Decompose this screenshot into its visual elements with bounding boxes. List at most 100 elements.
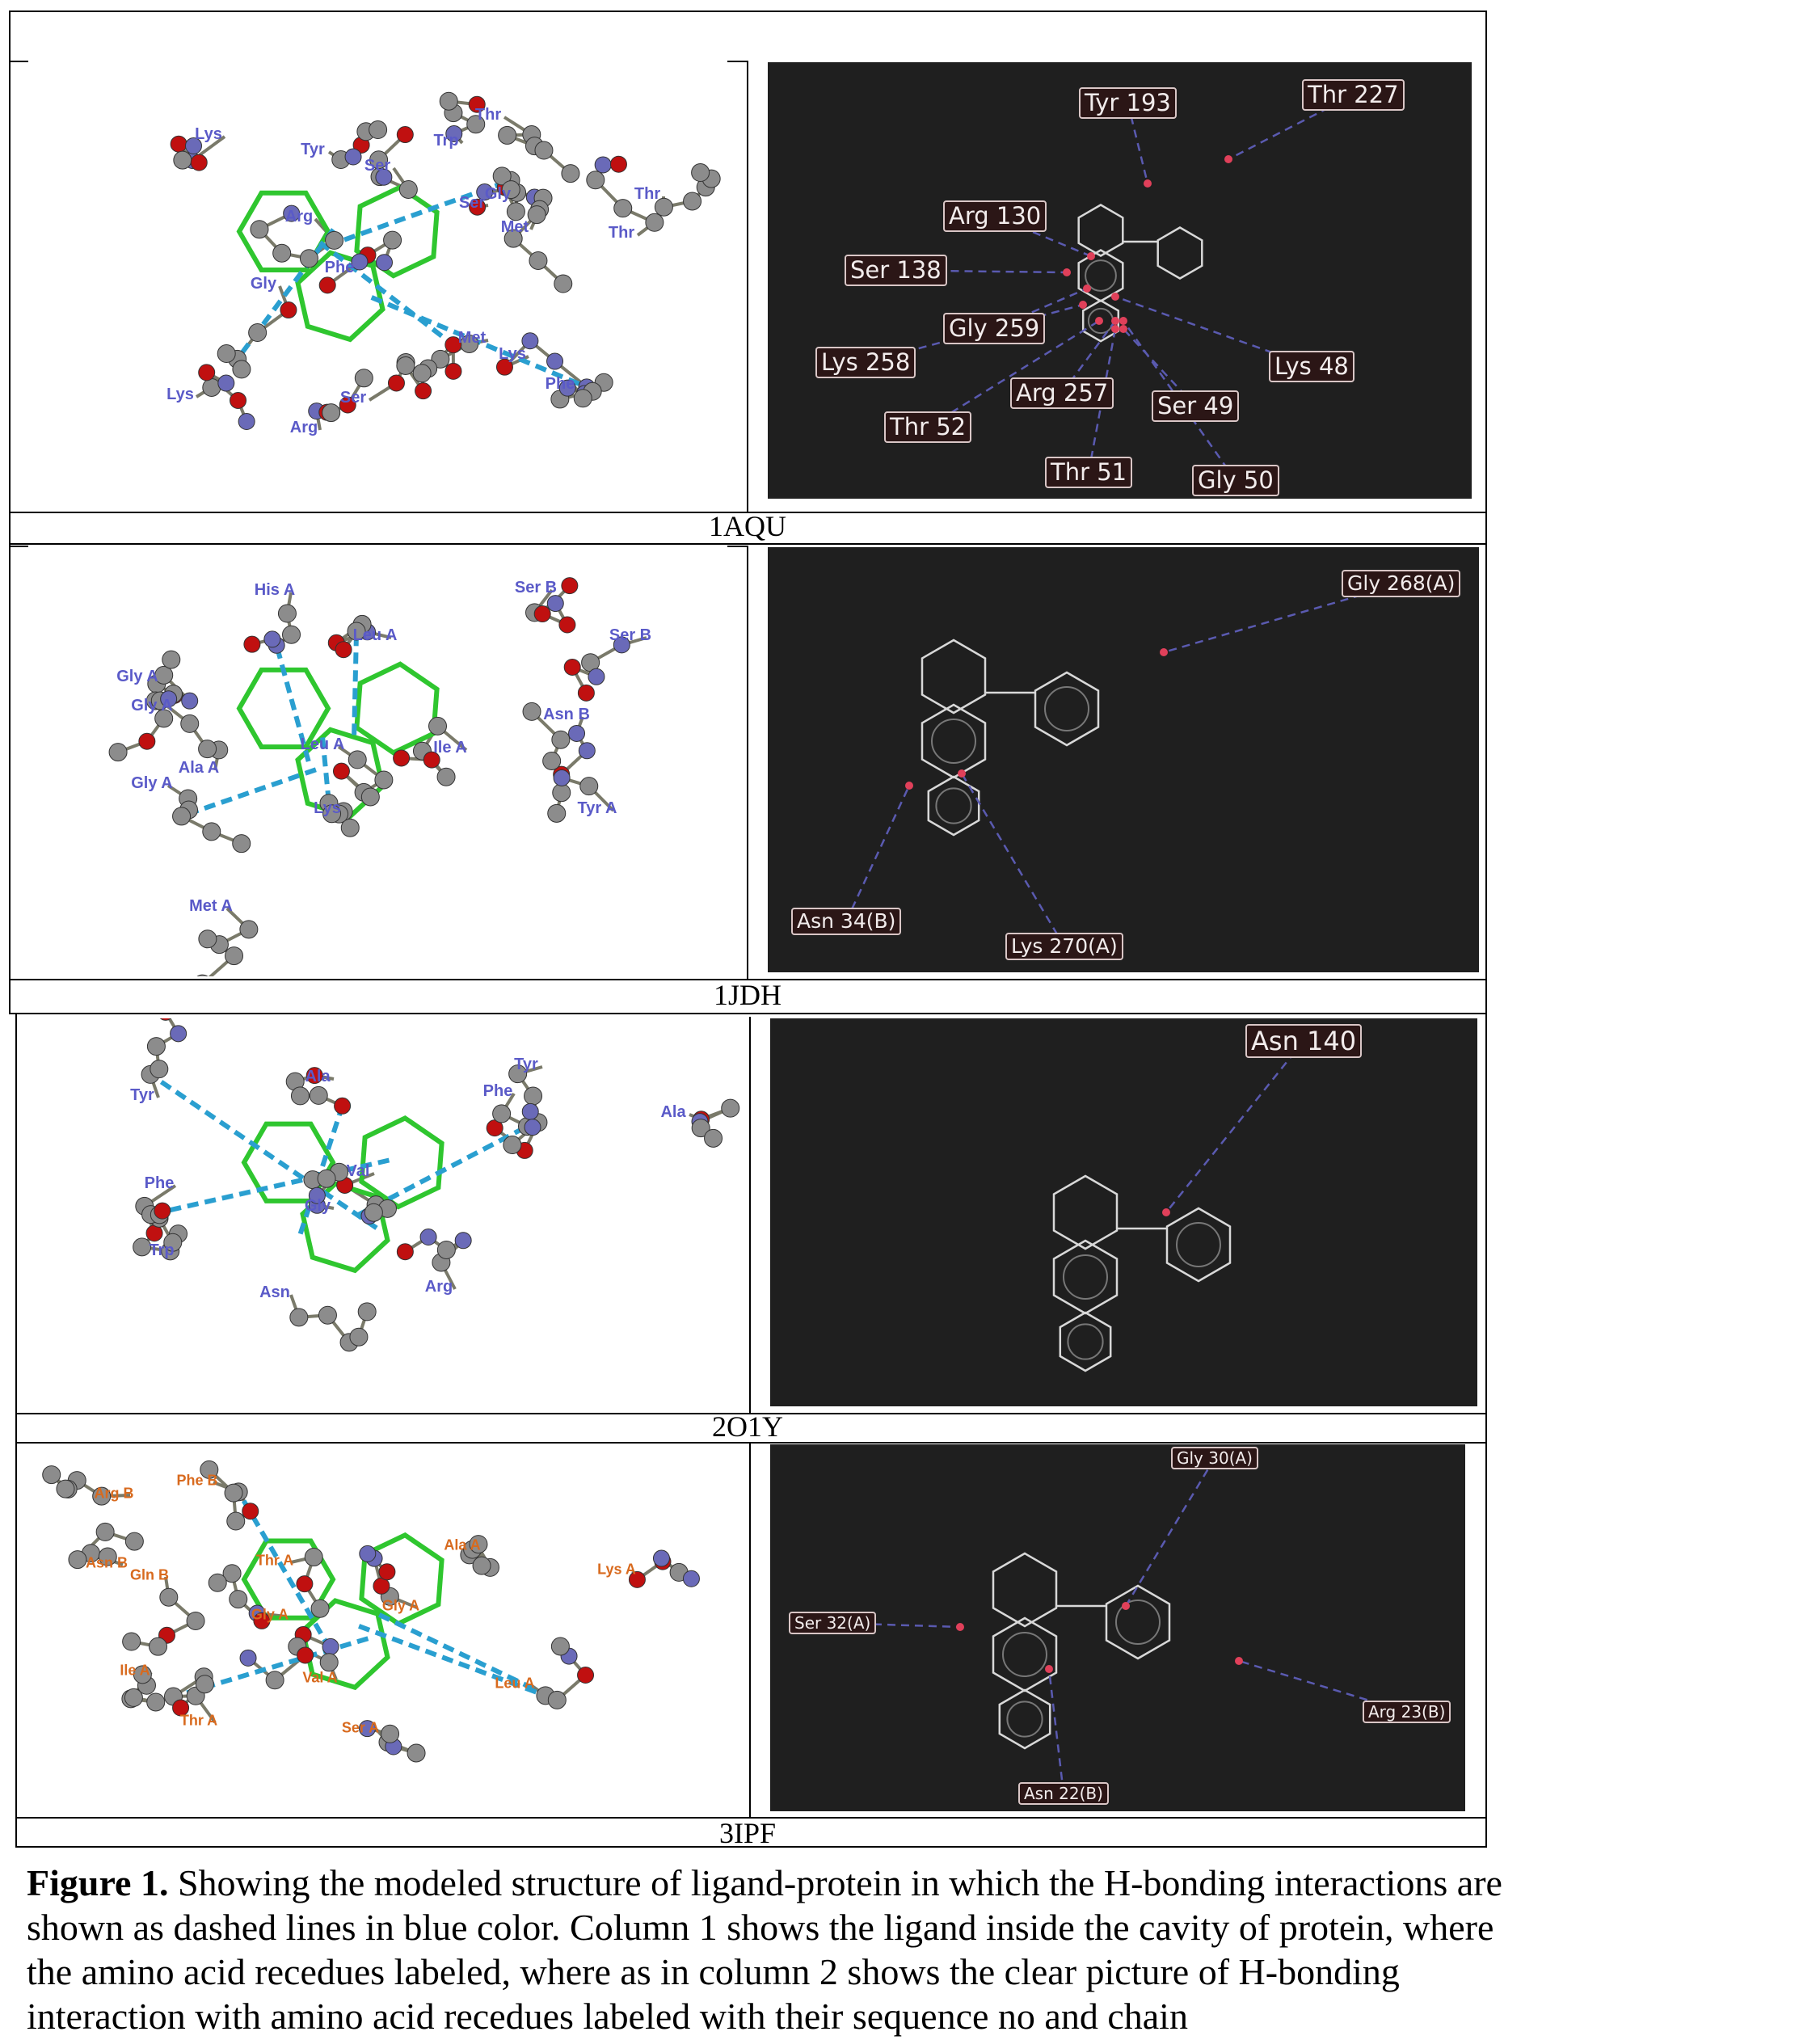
hbond-line [358, 1624, 546, 1698]
acceptor-atom [1160, 648, 1168, 656]
carbon-atom [272, 243, 292, 263]
nitrogen-atom [524, 1119, 541, 1136]
carbon-atom [349, 1327, 369, 1347]
carbon-atom [704, 1128, 723, 1148]
carbon-atom [154, 709, 174, 728]
oxygen-atom [230, 391, 247, 409]
carbon-atom [436, 767, 456, 786]
residue-label: Phe [545, 375, 575, 394]
nitrogen-atom [181, 692, 199, 710]
residue-label: Gly A [381, 1597, 420, 1614]
carbon-atom [428, 716, 448, 735]
carbon-atom [691, 163, 710, 183]
ligand-ring [1052, 1174, 1119, 1250]
oxygen-atom [561, 577, 579, 595]
residue-label: Val [346, 1162, 370, 1181]
carbon-atom [222, 1564, 242, 1583]
interaction-diagram [1052, 1040, 1304, 1372]
carbon-atom [492, 166, 512, 186]
carbon-atom [180, 714, 200, 733]
carbon-atom [573, 389, 592, 408]
carbon-atom [172, 807, 192, 826]
residue-label: Phe [144, 1174, 175, 1193]
carbon-atom [503, 1136, 522, 1155]
carbon-atom [547, 803, 567, 823]
residue-label: Gly [304, 1197, 331, 1216]
carbon-atom [325, 230, 344, 250]
carbon-atom [229, 1590, 248, 1609]
residue-label-box: Ser 49 [1152, 390, 1240, 422]
oxygen-atom [396, 126, 414, 144]
molecule-render [133, 1018, 740, 1352]
aromatic-circle [931, 719, 976, 764]
carbon-atom [586, 171, 605, 190]
carbon-atom [162, 650, 181, 669]
residue-label: Thr [474, 106, 502, 124]
residue-label: Tyr [301, 141, 325, 159]
carbon-atom [550, 1637, 570, 1656]
carbon-atom [150, 1060, 169, 1079]
residue-label-box: Lys 270(A) [1005, 933, 1123, 960]
carbon-atom [186, 1611, 205, 1630]
residue-label-box: Gly 259 [943, 313, 1046, 344]
oxygen-atom [332, 762, 350, 780]
carbon-atom [173, 150, 192, 170]
carbon-atom [721, 1098, 740, 1118]
residue-label-box: Ser 32(A) [789, 1612, 877, 1634]
acceptor-atom [1122, 1602, 1130, 1610]
carbon-atom [436, 1240, 456, 1259]
residue-label: Ala A [178, 759, 220, 778]
carbon-atom [542, 751, 562, 770]
acceptor-atom [1087, 252, 1095, 260]
carbon-atom [202, 377, 221, 397]
carbon-atom [232, 360, 251, 379]
oxygen-atom [423, 751, 440, 769]
carbon-atom [508, 1064, 528, 1084]
nitrogen-atom [521, 332, 539, 350]
carbon-atom [163, 1233, 183, 1252]
residue-label-box: Arg 257 [1010, 377, 1114, 409]
carbon-atom [265, 1671, 284, 1690]
carbon-atom [95, 1522, 115, 1541]
carbon-atom [224, 1483, 243, 1503]
residue-label: Lys [195, 125, 222, 144]
carbon-atom [322, 804, 342, 824]
row-divider [15, 1817, 1487, 1819]
aromatic-circle [1067, 1323, 1104, 1360]
interaction-diagram [845, 582, 1401, 947]
ligand-ring [1077, 204, 1124, 257]
ligand-ring [921, 639, 987, 714]
oxygen-atom [305, 1067, 323, 1085]
aromatic-circle [935, 787, 972, 824]
carbon-atom [124, 1688, 143, 1707]
hbond-line [927, 319, 1100, 428]
residue-label: Tyr [514, 1056, 538, 1074]
residue-label: Asn [259, 1283, 290, 1302]
carbon-atom [319, 1653, 339, 1672]
acceptor-atom [1162, 1208, 1170, 1216]
oxygen-atom [297, 1646, 314, 1664]
residue-label: Arg [289, 419, 318, 437]
oxygen-atom [242, 1503, 259, 1520]
residue-label: Met A [189, 897, 233, 916]
residue-label: Thr A [179, 1712, 218, 1729]
residue-label-box: Gly 50 [1192, 465, 1279, 496]
residue-label: Leu A [495, 1675, 535, 1692]
carbon-atom [250, 220, 269, 239]
pdb-id-1JDH: 1JDH [713, 979, 782, 1011]
carbon-atom [522, 702, 541, 721]
oxygen-atom [296, 1575, 314, 1593]
residue-label: Thr [634, 185, 661, 204]
hbond-diagram-1JDH: Gly 268(A)Asn 34(B)Lys 270(A) [768, 547, 1479, 972]
nitrogen-atom [184, 137, 202, 154]
tick [9, 546, 28, 547]
residue-label: Gly A [251, 1606, 289, 1623]
residue-label: Met [500, 218, 529, 237]
carbon-atom [282, 625, 301, 644]
residue-label-box: Arg 23(B) [1363, 1701, 1451, 1723]
oxygen-atom [154, 1202, 171, 1220]
carbon-atom [654, 197, 673, 217]
carbon-atom [217, 344, 236, 364]
carbon-atom [498, 125, 517, 145]
